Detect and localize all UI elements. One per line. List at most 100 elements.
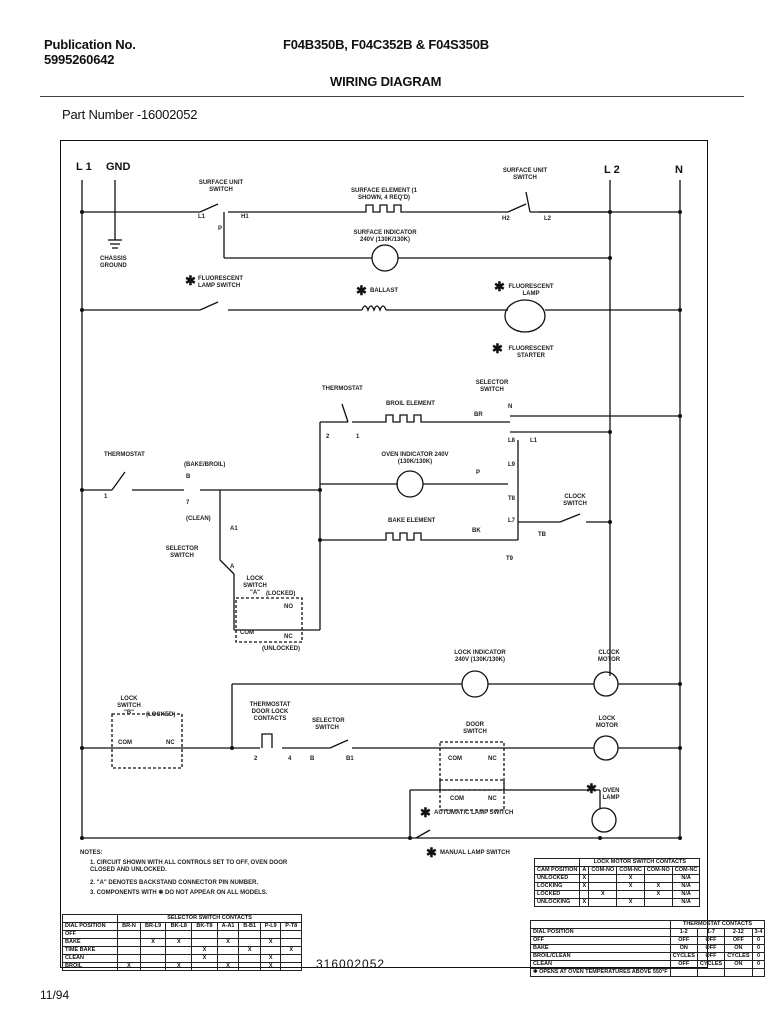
notes-title: NOTES: (80, 850, 103, 856)
fluorescent-starter-label: FLUORESCENT STARTER (508, 346, 554, 359)
table-header-cell: COM-NO (643, 866, 673, 875)
ballast-label: BALLAST (370, 288, 398, 294)
table-cell: X (616, 898, 645, 907)
lock-switch-a-label: LOCK SWITCH "A" (243, 576, 267, 596)
table-cell: OFF (724, 936, 753, 945)
table-cell: X (139, 938, 167, 947)
table-cell: X (579, 898, 590, 907)
rail-l1-label: L 1 (76, 161, 92, 173)
table-cell: ON (669, 944, 698, 953)
table-cell (139, 954, 167, 963)
table-cell: CYCLES (724, 952, 753, 961)
contact-terminal-b1: B1 (346, 756, 354, 762)
surface-unit-switch-right-label: SURFACE UNIT SWITCH (502, 168, 548, 181)
door-nc-label: NC (488, 756, 497, 762)
table-cell: OFF (530, 936, 671, 945)
table-cell: N/A (671, 890, 701, 899)
fluorescent-switch-asterisk-icon: ✱ (185, 273, 196, 288)
table-header-cell: COM-NC (616, 866, 645, 875)
table-cell: 0 (751, 944, 766, 953)
table-cell (165, 954, 193, 963)
table-cell (117, 930, 141, 939)
oven-lamp-asterisk-icon: ✱ (586, 781, 597, 796)
table-cell: X (616, 882, 645, 891)
table-cell (238, 930, 261, 939)
part-number: Part Number -16002052 (62, 107, 198, 122)
table-cell: X (191, 946, 218, 955)
lock-b-nc-label: NC (166, 740, 175, 746)
table-cell: X (191, 954, 218, 963)
table-header-cell: BR-L9 (139, 922, 167, 931)
table-cell: X (117, 962, 141, 971)
table-cell: N/A (671, 882, 701, 891)
table-cell (117, 946, 141, 955)
table-cell: X (165, 938, 193, 947)
table-cell (117, 954, 141, 963)
clock-motor-label: CLOCK MOTOR (597, 650, 621, 663)
rail-n-label: N (675, 164, 683, 176)
terminal-br: BR (474, 412, 483, 418)
selector-switch-top-label: SELECTOR SWITCH (475, 380, 509, 393)
revision-date: 11/94 (40, 988, 70, 1002)
auto-lamp-asterisk-icon: ✱ (420, 805, 431, 820)
terminal-t9: T9 (506, 556, 514, 562)
terminal-p: P (218, 226, 223, 232)
table-cell (139, 930, 167, 939)
ballast-asterisk-icon: ✱ (356, 283, 367, 298)
broil-element-label: BROIL ELEMENT (386, 401, 435, 407)
table-cell: CYCLES (669, 952, 698, 961)
table-cell (588, 882, 618, 891)
table-cell (724, 968, 753, 977)
table-cell (165, 946, 193, 955)
table-cell: 0 (751, 952, 766, 961)
table-cell (238, 938, 261, 947)
terminal-a1: A1 (230, 526, 238, 532)
table-row: ✱ OPENS AT OVEN TEMPERATURES ABOVE 550°F (530, 968, 766, 977)
table-cell: OFF (61, 930, 119, 939)
table-cell: CYCLES (696, 960, 726, 969)
terminal-l1b: L1 (530, 438, 538, 444)
table-cell: ✱ OPENS AT OVEN TEMPERATURES ABOVE 550°F (530, 968, 671, 977)
note-1: 1. CIRCUIT SHOWN WITH ALL CONTROLS SET T… (90, 860, 288, 873)
fluorescent-lamp-label: FLUORESCENT LAMP (508, 284, 554, 297)
oven-indicator-label: OVEN INDICATOR 240V (130K/130K) (381, 452, 449, 465)
drawing-number: 316002052 (316, 957, 386, 971)
surface-element-label: SURFACE ELEMENT (1 SHOWN, 4 REQ'D) (350, 188, 417, 201)
locked-label: (LOCKED) (266, 591, 296, 597)
table-cell: X (579, 874, 590, 883)
table-header-cell: A (579, 866, 590, 875)
table-cell: X (280, 946, 302, 955)
table-header-cell: DIAL POSITION (61, 922, 119, 931)
terminal-bk: BK (472, 528, 481, 534)
selector-switch-bottom-label: SELECTOR SWITCH (312, 718, 345, 731)
terminal-n: N (508, 404, 513, 410)
table-cell (588, 874, 618, 883)
table-cell: X (216, 962, 240, 971)
contact-terminal-b: B (310, 756, 315, 762)
lock-motor-table-title: LOCK MOTOR SWITCH CONTACTS (579, 858, 701, 867)
table-header-cell: COM-NC (671, 866, 701, 875)
table-cell (139, 962, 167, 971)
table-cell (669, 968, 698, 977)
terminal-b: B (186, 474, 191, 480)
lock-switch-b-label: LOCK SWITCH "B" (117, 696, 141, 716)
selector-table-header: DIAL POSITION BR-N BR-L9 BK-L8 BK-T8 A-A… (61, 922, 302, 931)
table-cell: UNLOCKED (533, 874, 581, 883)
terminal-l2: L2 (544, 216, 552, 222)
table-cell (216, 954, 240, 963)
table-header-cell: BR-N (117, 922, 141, 931)
table-cell: X (238, 946, 261, 955)
lock-a-no-label: NO (284, 604, 293, 610)
terminal-h2: H2 (502, 216, 510, 222)
contact-terminal-2: 2 (254, 756, 258, 762)
clock-switch-label: CLOCK SWITCH (563, 494, 587, 507)
